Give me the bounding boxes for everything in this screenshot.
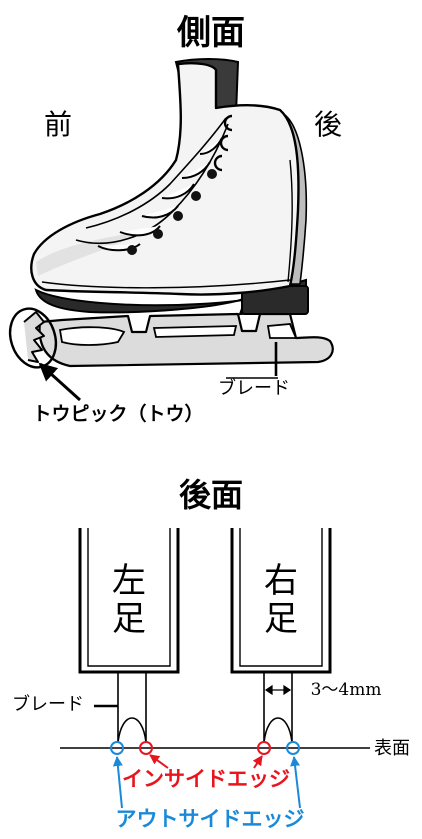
- rear-view-title: 後面: [179, 476, 243, 514]
- toe-pick-label: トウピック（トウ）: [32, 402, 203, 425]
- outside-edge-arrow-right: [290, 756, 301, 809]
- width-dimension: [264, 684, 292, 696]
- left-outside-edge-marker: [110, 741, 124, 755]
- inside-edge-arrow-right: [252, 755, 263, 769]
- left-inside-edge-marker: [139, 741, 153, 755]
- left-foot: [78, 528, 180, 674]
- left-blade: [117, 672, 147, 743]
- outside-edge-label: アウトサイドエッジ: [116, 807, 305, 831]
- toe-pick: [23, 311, 45, 363]
- inside-edge-arrow-left: [149, 754, 169, 769]
- boot: [30, 58, 308, 296]
- right-foot: [230, 528, 332, 674]
- rear-blade-label: ブレード: [12, 693, 84, 715]
- blade: [38, 312, 334, 368]
- right-inside-edge-marker: [257, 741, 271, 755]
- right-foot-label-1: 右: [264, 561, 298, 601]
- toe-pick-arrow: [38, 362, 82, 402]
- inside-edge-label: インサイドエッジ: [122, 767, 290, 791]
- back-label: 後: [314, 108, 342, 141]
- front-label: 前: [44, 108, 72, 141]
- left-foot-label-2: 足: [112, 599, 146, 639]
- right-foot-label-2: 足: [264, 599, 298, 639]
- right-blade: [263, 672, 293, 743]
- left-foot-label-1: 左: [112, 561, 146, 601]
- surface-label: 表面: [374, 738, 410, 759]
- side-blade-label: ブレード: [218, 377, 290, 399]
- right-outside-edge-marker: [286, 741, 300, 755]
- outside-edge-arrow-left: [112, 756, 123, 809]
- side-view-title: 側面: [176, 13, 245, 53]
- width-label: 3～4mm: [311, 680, 382, 700]
